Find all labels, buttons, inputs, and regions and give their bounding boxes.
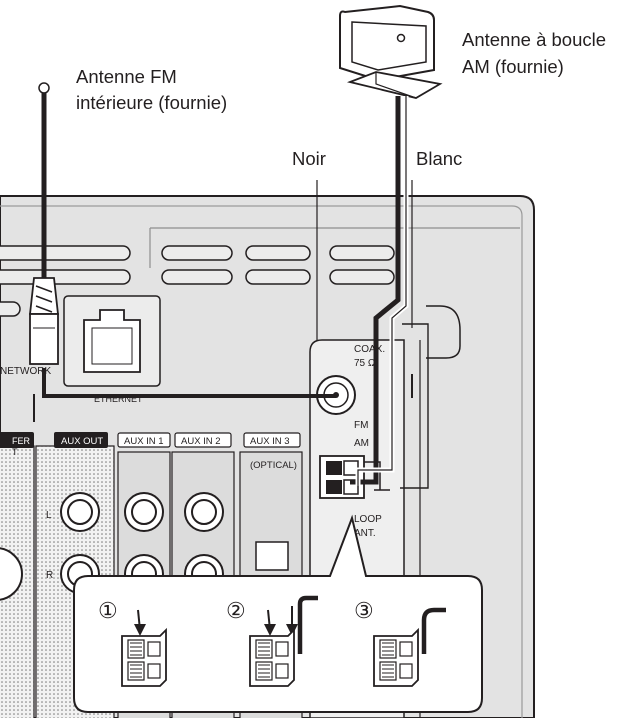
jack-l-label: L	[46, 510, 52, 521]
step2-terminal	[249, 595, 318, 687]
black-wire-label: Noir	[292, 148, 326, 169]
aux-in2-label: AUX IN 2	[181, 436, 221, 447]
am-loop-antenna	[339, 4, 443, 486]
aux-in1-label: AUX IN 1	[124, 436, 164, 447]
fm-antenna	[28, 82, 336, 398]
coax-label-1: COAX.	[354, 344, 385, 355]
jack-r-label: R	[46, 570, 53, 581]
step2-number: ②	[226, 598, 246, 623]
white-wire-label: Blanc	[416, 148, 463, 169]
am-label: AM	[354, 438, 369, 449]
optical-label: (OPTICAL)	[250, 460, 297, 471]
loop-label-2: ANT.	[354, 528, 376, 539]
step3-number: ③	[354, 598, 374, 623]
am-antenna-label-line2: AM (fournie)	[462, 56, 564, 77]
fm-label: FM	[354, 420, 368, 431]
coax-label-2: 75 Ω	[354, 358, 376, 369]
loop-label-1: LOOP	[354, 514, 382, 525]
woofer-label-1: FER	[12, 436, 31, 446]
leader-lines	[316, 180, 413, 340]
woofer-label-2: T	[12, 447, 18, 457]
step1-number: ①	[98, 598, 118, 623]
ethernet-port	[63, 295, 161, 387]
fm-antenna-label-line1: Antenne FM	[76, 66, 177, 87]
step3-terminal	[373, 607, 446, 687]
network-label: NETWORK	[0, 366, 51, 377]
am-antenna-label-line1: Antenne à boucle	[462, 29, 607, 50]
vent-slots	[0, 245, 395, 317]
ethernet-label: ETHERNET	[94, 394, 143, 404]
aux-out-label: AUX OUT	[61, 436, 103, 447]
fm-antenna-label-line2: intérieure (fournie)	[76, 92, 228, 113]
aux-in3-label: AUX IN 3	[250, 436, 290, 447]
step1-terminal	[121, 609, 167, 687]
